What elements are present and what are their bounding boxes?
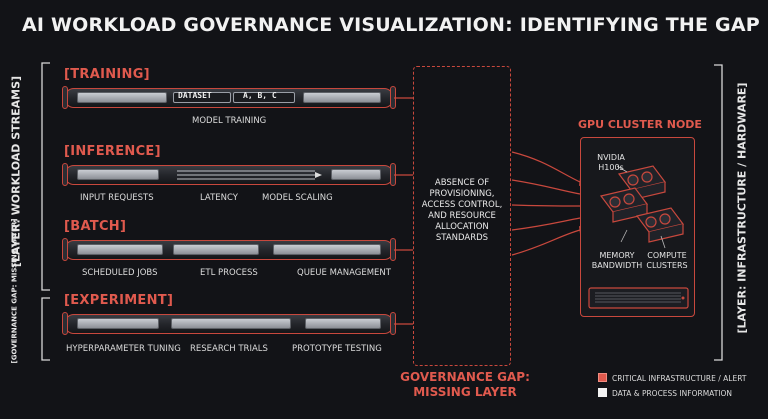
legend-data-label: DATA & PROCESS INFORMATION [612,389,733,398]
right-bracket [714,64,723,361]
left-gap-label-text: [GOVERNANCE GAP: MISSING LAYER] [10,218,19,364]
left-gap-label: [GOVERNANCE GAP: MISSING LAYER] [11,219,20,364]
abc-label: A, B, C [243,91,277,100]
gpu-compute-line2: CLUSTERS [646,261,688,270]
pipe-training: DATASET A, B, C [62,86,396,109]
gpu-nvidia-line1: NVIDIA [597,153,625,162]
gap-line: PROVISIONING, [429,189,495,199]
experiment-label-hyperparameter-tuning: HYPERPARAMETER TUNING [66,344,181,354]
batch-label-queue-management: QUEUE MANAGEMENT [297,268,391,278]
gpu-memory-label: MEMORY BANDWIDTH [587,251,647,271]
gap-line: AND RESOURCE [428,211,496,221]
pipe-cap [62,163,68,186]
gpu-cluster-node: NVIDIA H100s MEMORY BANDWIDTH COMPUTE CL… [580,137,695,317]
gpu-cluster-title: GPU CLUSTER NODE [578,118,702,131]
inference-label-latency: LATENCY [200,193,238,203]
stream-title-experiment: [EXPERIMENT] [64,293,174,308]
drive-bay [588,287,689,309]
batch-label-scheduled-jobs: SCHEDULED JOBS [82,268,158,278]
data-segment [77,169,159,180]
page-title: AI WORKLOAD GOVERNANCE VISUALIZATION: ID… [22,14,760,36]
governance-gap-box [413,66,511,366]
experiment-label-research-trials: RESEARCH TRIALS [190,344,268,354]
left-bracket [41,62,50,361]
pipe-experiment [62,312,396,335]
pipe-cap [62,312,68,335]
gpu-nvidia-line2: H100s [598,163,624,172]
pipe-batch [62,238,396,261]
gap-to-gpu-arrows [511,151,581,256]
pipe-cap [62,238,68,261]
pipe-cap [62,86,68,109]
governance-gap-text: ABSENCE OF PROVISIONING, ACCESS CONTROL,… [414,178,510,244]
data-segment [303,92,381,103]
gpu-compute-line1: COMPUTE [647,251,687,260]
dataset-block [173,92,231,103]
pipe-inference [62,163,396,186]
gpu-memory-line1: MEMORY [599,251,635,260]
batch-label-etl-process: ETL PROCESS [200,268,258,278]
training-label-model-training: MODEL TRAINING [192,116,267,126]
legend-critical-label: CRITICAL INFRASTRUCTURE / ALERT [612,374,747,383]
abc-block [233,92,295,103]
legend-data-swatch [598,388,607,397]
stream-title-training: [TRAINING] [64,67,150,82]
inference-label-model-scaling: MODEL SCALING [262,193,333,203]
governance-gap-caption: GOVERNANCE GAP: MISSING LAYER [395,370,535,400]
gpu-compute-label: COMPUTE CLUSTERS [641,251,693,271]
gpu-card-icon [599,187,649,223]
gpu-card-icon [635,207,685,243]
gap-line: ALLOCATION [435,222,489,232]
gap-line: STANDARDS [435,233,489,243]
gpu-hardware-illustration [588,165,689,309]
gap-line: ACCESS CONTROL, [421,200,503,210]
gpu-nvidia-label: NVIDIA H100s [591,153,631,173]
data-segment [173,244,259,255]
data-segment [171,318,291,329]
gap-caption-line2: MISSING LAYER [413,385,517,399]
data-segment [77,244,163,255]
gpu-card-icon [617,165,667,201]
gap-caption-line1: GOVERNANCE GAP: [400,370,530,384]
stream-title-batch: [BATCH] [64,219,127,234]
data-segment [77,92,167,103]
dataset-label: DATASET [178,91,212,100]
right-layer-label: [LAYER: INFRASTRUCTURE / HARDWARE] [735,82,749,334]
vent-lines [595,292,681,303]
data-segment [331,169,381,180]
data-segment [77,318,159,329]
stream-title-inference: [INFERENCE] [64,144,161,159]
gpu-memory-line2: BANDWIDTH [591,261,643,270]
experiment-label-prototype-testing: PROTOTYPE TESTING [292,344,382,354]
legend-critical-swatch [598,373,607,382]
latency-arrows [177,170,322,180]
data-segment [305,318,381,329]
gap-line: ABSENCE OF [434,178,490,188]
inference-label-input-requests: INPUT REQUESTS [80,193,154,203]
data-segment [273,244,381,255]
